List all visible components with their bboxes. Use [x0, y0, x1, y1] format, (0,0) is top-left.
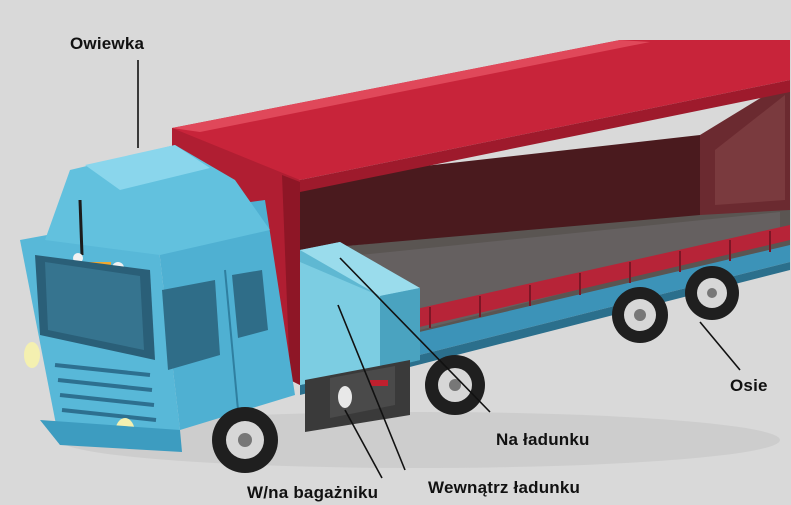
front-wheel [212, 407, 278, 473]
label-inside-load: Wewnątrz ładunku [428, 478, 580, 498]
label-axles: Osie [730, 376, 768, 396]
leader-axles [700, 322, 740, 370]
label-on-rack: W/na bagażniku [247, 483, 378, 503]
label-on-load: Na ładunku [496, 430, 590, 450]
label-fairing: Owiewka [70, 34, 144, 54]
